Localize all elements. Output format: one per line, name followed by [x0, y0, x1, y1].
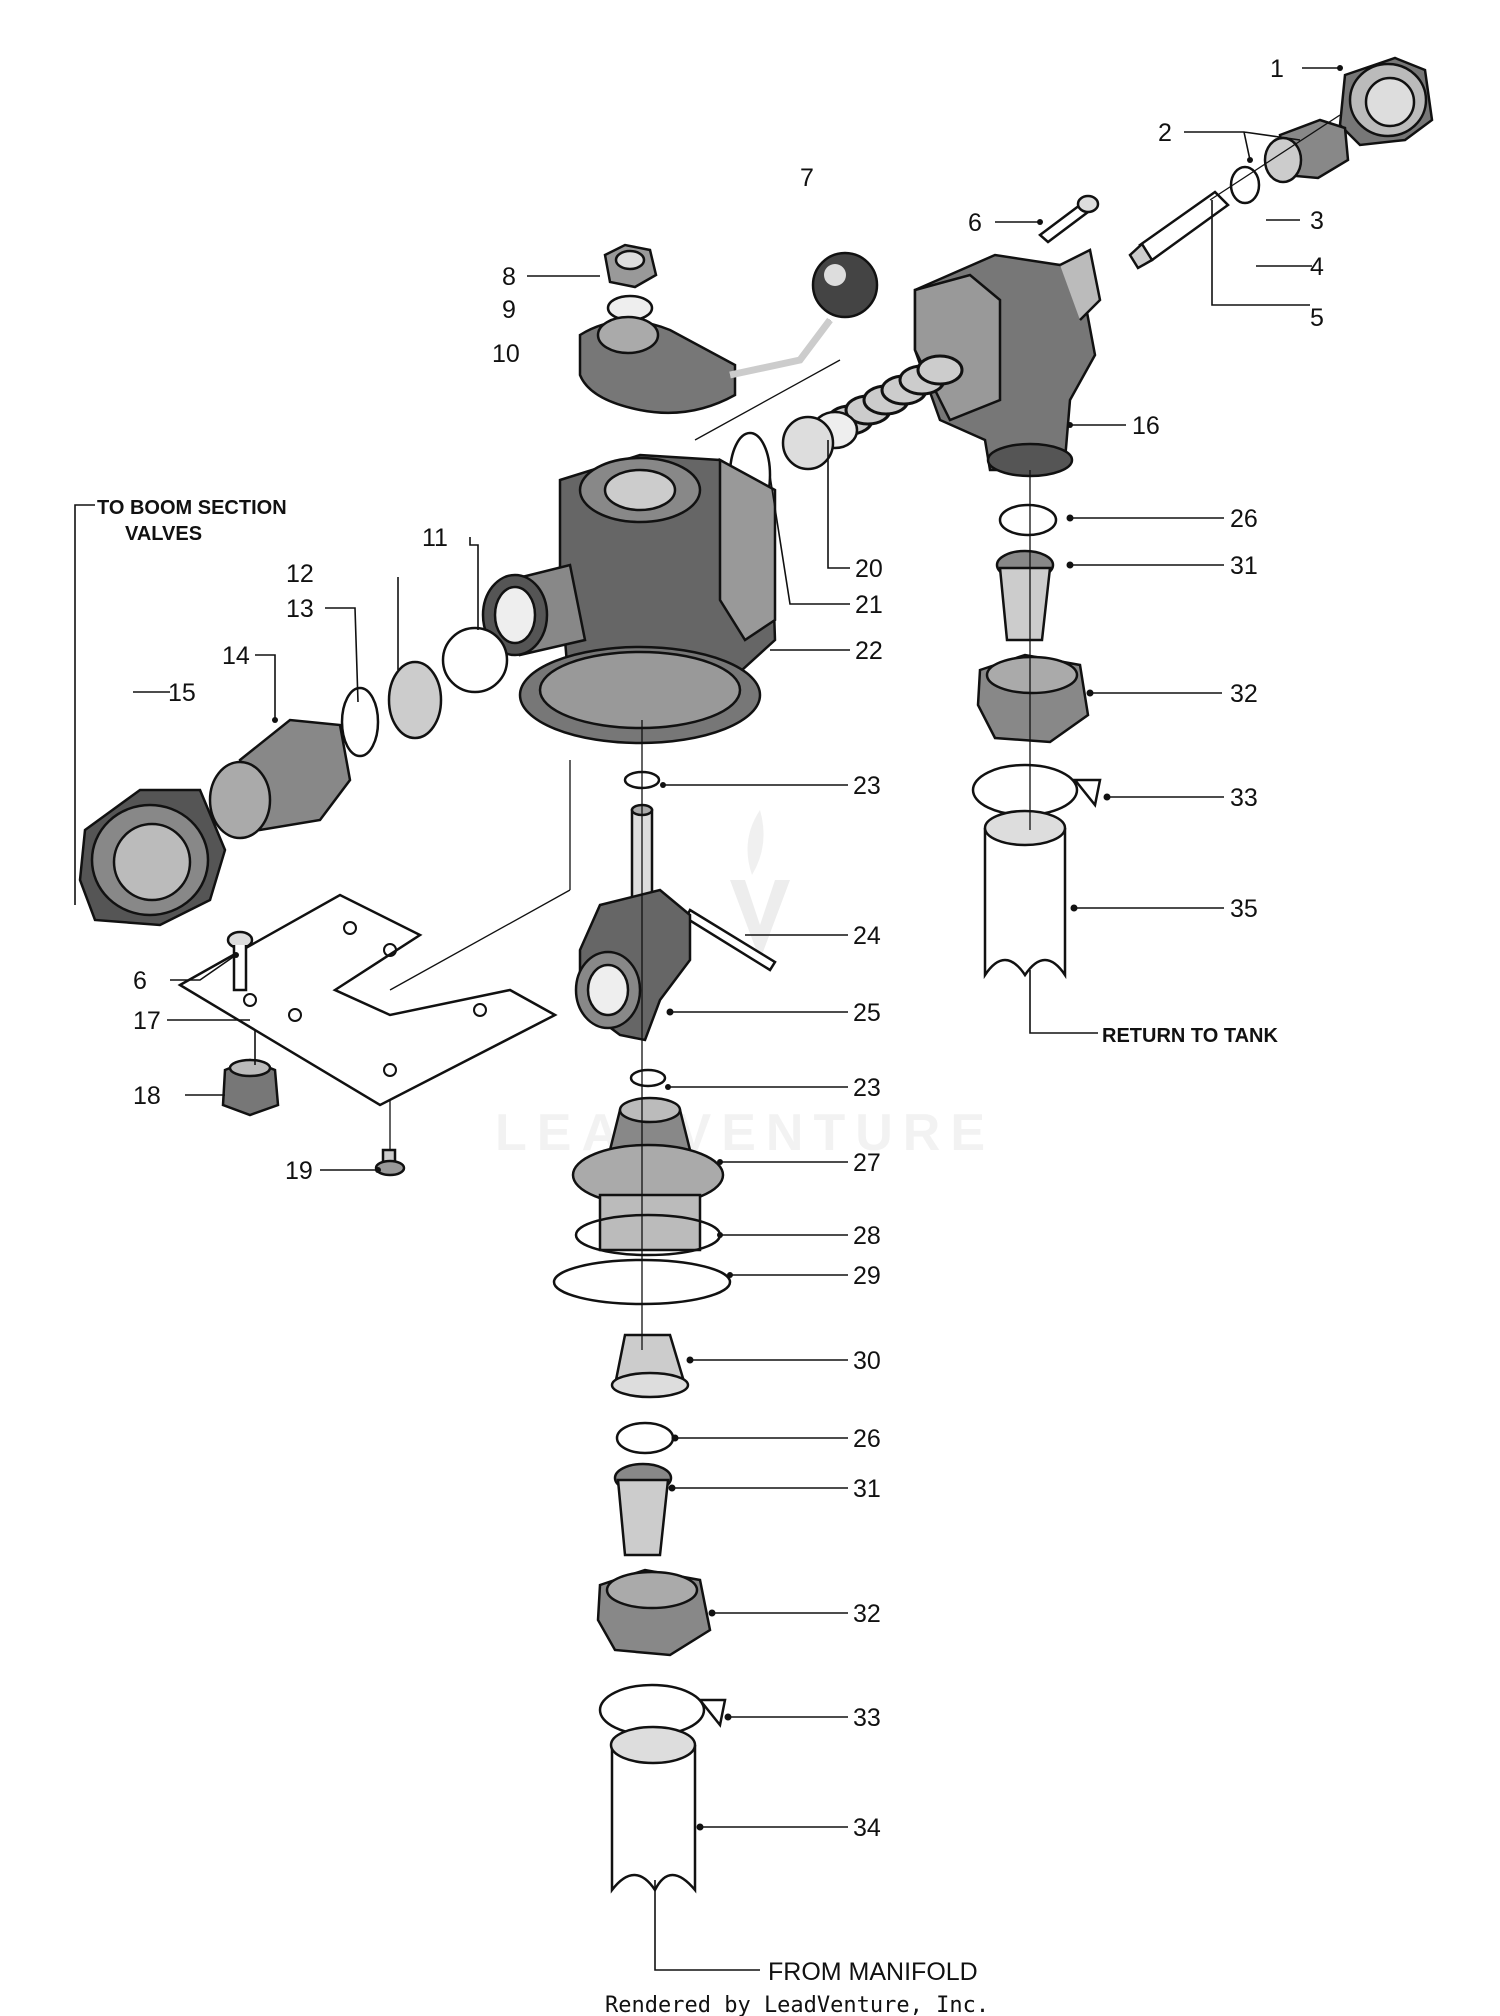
callout-34: 34 [853, 1814, 881, 1842]
watermark-text: LEADVENTURE [495, 1104, 995, 1162]
callout-31-bottom: 31 [853, 1475, 881, 1503]
callout-3: 3 [1310, 207, 1324, 235]
part-20-washer [781, 415, 835, 471]
part-16-elbow-housing [913, 248, 1102, 478]
callout-26-bottom: 26 [853, 1425, 881, 1453]
callout-23-top: 23 [853, 772, 881, 800]
part-11-ball [441, 626, 509, 694]
part-14-fitting [208, 718, 352, 840]
callout-7: 7 [800, 164, 814, 192]
part-33-clip-top [971, 763, 1102, 817]
callout-33-bottom: 33 [853, 1704, 881, 1732]
part-35-hose [983, 809, 1067, 980]
callout-22: 22 [855, 637, 883, 665]
callout-28: 28 [853, 1222, 881, 1250]
part-6-screw-top [1038, 194, 1100, 244]
return-to-tank-label: RETURN TO TANK [1102, 1025, 1278, 1047]
callout-27: 27 [853, 1149, 881, 1177]
callout-18: 18 [133, 1082, 161, 1110]
callout-6-bottom: 6 [133, 967, 147, 995]
part-5-pin [1128, 190, 1230, 270]
callout-21: 21 [855, 591, 883, 619]
callout-5: 5 [1310, 304, 1324, 332]
part-25-valve [574, 888, 692, 1042]
part-18-nut [221, 1058, 280, 1117]
callout-9: 9 [502, 296, 516, 324]
part-32-nut-bottom [596, 1568, 712, 1657]
part-32-nut-top [976, 653, 1090, 744]
callout-23-bottom: 23 [853, 1074, 881, 1102]
credit-text: Rendered by LeadVenture, Inc. [605, 1993, 989, 2016]
part-27-cap [571, 1096, 725, 1252]
part-13-o-ring [340, 686, 380, 758]
part-7-handle [729, 251, 879, 379]
callout-11: 11 [422, 524, 448, 552]
part-12-seat [387, 660, 443, 740]
assembly-lines [389, 114, 1341, 1350]
callout-17: 17 [133, 1007, 161, 1035]
callout-4: 4 [1310, 253, 1324, 281]
part-2-fitting [1263, 118, 1350, 184]
part-23-o-ring-bottom [629, 1068, 667, 1088]
callout-8: 8 [502, 263, 516, 291]
callout-29: 29 [853, 1262, 881, 1290]
callout-13: 13 [286, 595, 314, 623]
callout-33-top: 33 [1230, 784, 1258, 812]
part-15-nut [78, 788, 227, 927]
part-4-o-ring [1229, 165, 1261, 205]
part-1-nut [1338, 56, 1434, 147]
callout-16: 16 [1132, 412, 1160, 440]
callout-35: 35 [1230, 895, 1258, 923]
part-26-o-ring-top [998, 503, 1058, 537]
part-31-adapter-bottom [613, 1462, 673, 1557]
part-19-screw [374, 1148, 406, 1177]
to-boom-section-label: TO BOOM SECTION [97, 497, 287, 519]
callout-25: 25 [853, 999, 881, 1027]
callout-10: 10 [492, 340, 520, 368]
callout-14: 14 [222, 642, 250, 670]
part-26-o-ring-bottom [615, 1421, 675, 1455]
from-manifold-label: FROM MANIFOLD [768, 1958, 978, 1986]
part-8-nut [603, 243, 658, 289]
valves-label: VALVES [125, 523, 202, 545]
part-34-hose [609, 1725, 697, 1894]
leader-lines [74, 67, 1340, 1971]
callout-32-bottom: 32 [853, 1600, 881, 1628]
callout-32-top: 32 [1230, 680, 1258, 708]
watermark-logo: LEADVENTURE [495, 810, 995, 1162]
callout-2: 2 [1158, 119, 1172, 147]
part-17-mounting-plate [177, 893, 558, 1107]
part-10-lever-base [578, 315, 737, 415]
part-valve-body [481, 453, 777, 745]
callout-15: 15 [168, 679, 196, 707]
callout-12: 12 [286, 560, 314, 588]
callout-20: 20 [855, 555, 883, 583]
callout-30: 30 [853, 1347, 881, 1375]
part-30-cone [610, 1333, 690, 1399]
leader-dots [233, 65, 1343, 1831]
callout-26-top: 26 [1230, 505, 1258, 533]
callout-6-top: 6 [968, 209, 982, 237]
callout-numbers: 1 2 3 4 5 6 7 8 9 10 11 12 13 14 15 16 6… [133, 55, 1324, 1842]
part-31-adapter-top [995, 549, 1055, 642]
callout-31-top: 31 [1230, 552, 1258, 580]
callout-19: 19 [285, 1157, 313, 1185]
callout-1: 1 [1270, 55, 1284, 83]
callout-24: 24 [853, 922, 881, 950]
